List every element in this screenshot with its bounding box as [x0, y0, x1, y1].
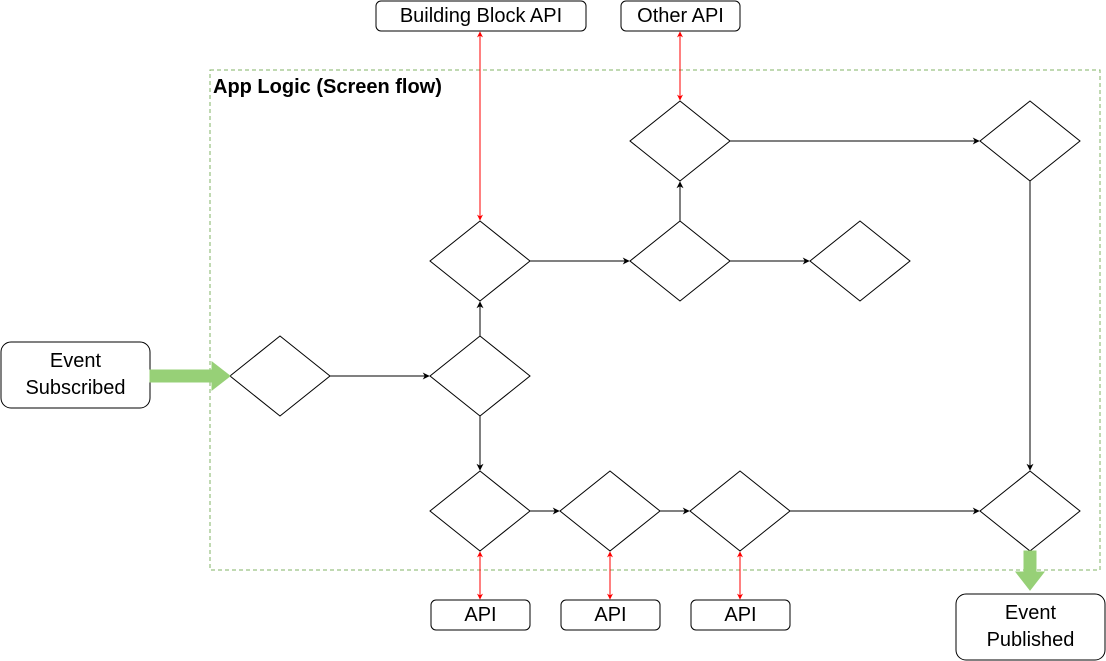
event-published-box[interactable]: [955, 593, 1106, 661]
event-published-label: Event Published: [956, 594, 1105, 660]
decision-diamond-upper-right[interactable]: [809, 220, 911, 302]
decision-diamond-bottom-2[interactable]: [559, 470, 661, 552]
event-subscribed-line2: Subscribed: [25, 377, 126, 399]
event-in-arrow: [149, 360, 231, 392]
building-block-api-box[interactable]: [375, 0, 587, 32]
event-subscribed-line1: Event: [49, 350, 102, 372]
other-api-label: Other API: [637, 4, 724, 27]
decision-diamond-entry[interactable]: [229, 335, 331, 417]
api-label-2: API: [594, 603, 627, 626]
decision-diamond-top[interactable]: [629, 100, 731, 182]
api-label-1: API: [464, 603, 497, 626]
event-published-line1: Event: [1004, 602, 1057, 624]
event-published-line2: Published: [986, 629, 1075, 651]
api-box-1[interactable]: [430, 599, 531, 631]
decision-diamond-upper-middle[interactable]: [629, 220, 731, 302]
decision-diamond-top-right[interactable]: [979, 100, 1081, 182]
decision-diamond-bottom-3[interactable]: [689, 470, 791, 552]
decision-diamond-center[interactable]: [429, 335, 531, 417]
app-logic-container: [209, 69, 1101, 571]
decision-diamond-bottom-right[interactable]: [979, 470, 1081, 552]
other-api-box[interactable]: [620, 0, 741, 32]
event-subscribed-label: Event Subscribed: [1, 342, 150, 408]
container-title: App Logic (Screen flow): [213, 76, 442, 98]
api-label-3: API: [724, 603, 757, 626]
decision-diamond-bottom-1[interactable]: [429, 470, 531, 552]
event-out-arrow: [1014, 550, 1046, 591]
api-box-2[interactable]: [560, 599, 661, 631]
building-block-api-label: Building Block API: [399, 4, 563, 27]
api-box-3[interactable]: [690, 599, 791, 631]
decision-diamond-upper-left[interactable]: [429, 220, 531, 302]
